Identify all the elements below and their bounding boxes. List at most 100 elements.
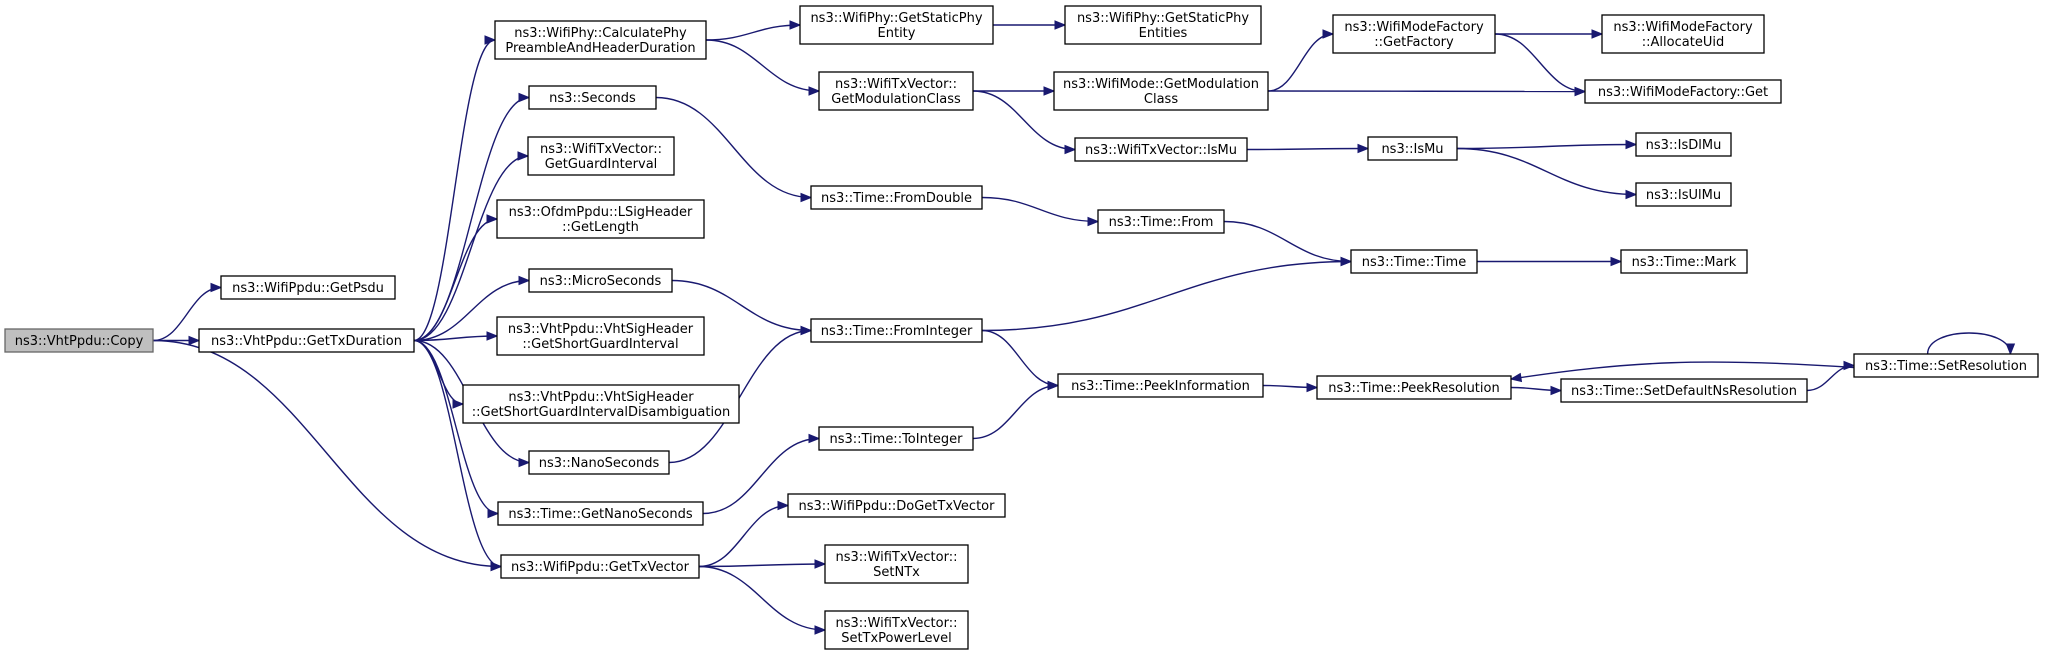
edge-get-tx-duration-to-vht-sig-sgi-disamb-arrowhead bbox=[452, 399, 465, 409]
node-box bbox=[198, 328, 415, 353]
node-get-tx-vector[interactable]: ns3::WifiPpdu::GetTxVector bbox=[500, 554, 700, 579]
node-label: ns3::WifiMode::GetModulation bbox=[1063, 77, 1259, 92]
node-time-from-double[interactable]: ns3::Time::FromDouble bbox=[810, 185, 983, 210]
node-is-dl-mu[interactable]: ns3::IsDlMu bbox=[1635, 132, 1732, 157]
edge-get-tx-duration-to-nano-seconds-arrowhead bbox=[518, 457, 531, 468]
edge-mode-factory-get-factory-to-allocate-uid-arrowhead bbox=[1591, 29, 1604, 39]
node-label: ns3::Time::FromInteger bbox=[821, 324, 973, 339]
edge-mode-get-mod-class-to-mode-factory-get-factory bbox=[1267, 33, 1334, 92]
node-set-ntx[interactable]: ns3::WifiTxVector::SetNTx bbox=[824, 544, 969, 584]
edge-time-get-nano-to-time-to-integer-arrowhead bbox=[808, 433, 821, 444]
node-time-from[interactable]: ns3::Time::From bbox=[1097, 209, 1225, 234]
node-get-tx-duration[interactable]: ns3::VhtPpdu::GetTxDuration bbox=[198, 328, 415, 353]
node-get-guard-interval[interactable]: ns3::WifiTxVector::GetGuardInterval bbox=[527, 136, 675, 176]
edge-set-resolution-to-peek-resolution bbox=[1510, 361, 1855, 380]
node-box bbox=[1053, 71, 1269, 111]
edge-time-from-integer-to-time-time bbox=[981, 260, 1352, 332]
edge-time-from-to-time-time bbox=[1223, 220, 1352, 263]
edge-get-tx-vector-to-set-ntx-arrowhead bbox=[814, 559, 827, 569]
edge-set-resolution-to-set-resolution bbox=[1926, 332, 2012, 355]
edge-get-tx-duration-to-micro-seconds-arrowhead bbox=[518, 275, 531, 286]
edge-get-tx-duration-to-get-guard-interval-arrowhead bbox=[517, 151, 530, 161]
edge-time-from-double-to-time-from-arrowhead bbox=[1087, 216, 1100, 227]
edge-time-from-to-time-time-arrowhead bbox=[1340, 256, 1353, 267]
node-label: ns3::Time::Time bbox=[1362, 255, 1466, 270]
node-vht-sig-sgi-disamb[interactable]: ns3::VhtPpdu::VhtSigHeader::GetShortGuar… bbox=[462, 384, 740, 424]
node-is-mu[interactable]: ns3::IsMu bbox=[1367, 136, 1458, 161]
node-label: ns3::IsUlMu bbox=[1646, 188, 1721, 203]
edge-get-tx-vector-to-do-get-tx-vector bbox=[698, 504, 789, 568]
node-label: ns3::OfdmPpdu::LSigHeader bbox=[509, 205, 693, 220]
node-lsig-get-length[interactable]: ns3::OfdmPpdu::LSigHeader::GetLength bbox=[496, 199, 705, 239]
node-box bbox=[500, 554, 700, 579]
node-box bbox=[528, 85, 657, 110]
node-calc-preamble[interactable]: ns3::WifiPhy::CalculatePhyPreambleAndHea… bbox=[494, 20, 707, 60]
node-label: ns3::WifiPhy::GetStaticPhy bbox=[1077, 11, 1249, 26]
node-label: ns3::VhtPpdu::Copy bbox=[15, 334, 144, 349]
edge-is-mu-to-is-dl-mu-arrowhead bbox=[1625, 139, 1638, 150]
node-micro-seconds[interactable]: ns3::MicroSeconds bbox=[528, 268, 673, 293]
node-box bbox=[496, 199, 705, 239]
node-mode-factory-get-factory[interactable]: ns3::WifiModeFactory::GetFactory bbox=[1332, 14, 1496, 54]
edge-peek-information-to-peek-resolution-arrowhead bbox=[1306, 382, 1319, 393]
node-label: ::GetShortGuardIntervalDisambiguation bbox=[472, 405, 731, 420]
edge-mode-factory-get-factory-to-mode-factory-get-arrowhead bbox=[1574, 86, 1587, 97]
node-label: ::GetLength bbox=[562, 220, 639, 235]
node-time-mark[interactable]: ns3::Time::Mark bbox=[1620, 249, 1748, 274]
node-mode-get-mod-class[interactable]: ns3::WifiMode::GetModulationClass bbox=[1053, 71, 1269, 111]
node-set-resolution[interactable]: ns3::Time::SetResolution bbox=[1853, 353, 2039, 378]
edge-copy-to-get-tx-vector bbox=[152, 339, 502, 568]
node-vht-sig-sgi[interactable]: ns3::VhtPpdu::VhtSigHeader::GetShortGuar… bbox=[496, 316, 705, 356]
call-edges bbox=[152, 20, 2016, 635]
node-label: ::AllocateUid bbox=[1642, 35, 1724, 50]
edge-get-tx-duration-to-lsig-get-length bbox=[413, 218, 498, 342]
node-get-psdu[interactable]: ns3::WifiPpdu::GetPsdu bbox=[220, 275, 396, 300]
edge-mode-factory-get-factory-to-mode-factory-get bbox=[1494, 33, 1586, 93]
node-copy[interactable]: ns3::VhtPpdu::Copy bbox=[4, 328, 154, 353]
node-box bbox=[496, 316, 705, 356]
edge-txv-is-mu-to-is-mu-arrowhead bbox=[1357, 143, 1370, 154]
edge-get-tx-duration-to-calc-preamble-arrowhead bbox=[484, 35, 497, 45]
edge-calc-preamble-to-get-static-phy-entity-arrowhead bbox=[789, 20, 802, 30]
node-txv-get-mod-class[interactable]: ns3::WifiTxVector::GetModulationClass bbox=[818, 71, 974, 111]
edge-get-static-phy-entity-to-get-static-phy-entities-arrowhead bbox=[1054, 20, 1067, 30]
node-label: GetGuardInterval bbox=[545, 157, 658, 172]
node-allocate-uid[interactable]: ns3::WifiModeFactory::AllocateUid bbox=[1601, 14, 1765, 54]
node-is-ul-mu[interactable]: ns3::IsUlMu bbox=[1635, 182, 1732, 207]
edge-get-tx-duration-to-seconds-arrowhead bbox=[518, 92, 531, 103]
node-txv-is-mu[interactable]: ns3::WifiTxVector::IsMu bbox=[1074, 137, 1248, 162]
node-box bbox=[462, 384, 740, 424]
node-mode-factory-get[interactable]: ns3::WifiModeFactory::Get bbox=[1584, 79, 1782, 104]
node-label: SetNTx bbox=[873, 565, 920, 580]
edge-get-tx-vector-to-do-get-tx-vector-arrowhead bbox=[777, 500, 790, 511]
node-box bbox=[4, 328, 154, 353]
edge-get-tx-duration-to-time-get-nano-arrowhead bbox=[487, 508, 500, 519]
node-time-from-integer[interactable]: ns3::Time::FromInteger bbox=[810, 318, 983, 343]
node-do-get-tx-vector[interactable]: ns3::WifiPpdu::DoGetTxVector bbox=[787, 493, 1006, 518]
node-peek-resolution[interactable]: ns3::Time::PeekResolution bbox=[1316, 375, 1512, 400]
node-label: ns3::Time::From bbox=[1109, 215, 1214, 230]
node-seconds[interactable]: ns3::Seconds bbox=[528, 85, 657, 110]
node-time-to-integer[interactable]: ns3::Time::ToInteger bbox=[818, 426, 974, 451]
node-time-get-nano[interactable]: ns3::Time::GetNanoSeconds bbox=[497, 501, 704, 526]
node-label: ns3::IsDlMu bbox=[1646, 138, 1722, 153]
node-box bbox=[1097, 209, 1225, 234]
node-nano-seconds[interactable]: ns3::NanoSeconds bbox=[528, 450, 670, 475]
node-box bbox=[787, 493, 1006, 518]
node-peek-information[interactable]: ns3::Time::PeekInformation bbox=[1057, 373, 1264, 398]
node-set-default-ns[interactable]: ns3::Time::SetDefaultNsResolution bbox=[1560, 378, 1808, 403]
edge-nano-seconds-to-time-from-integer bbox=[668, 329, 812, 464]
edge-set-default-ns-to-set-resolution-arrowhead bbox=[1843, 360, 1856, 371]
edge-is-mu-to-is-dl-mu bbox=[1456, 143, 1637, 150]
node-time-time[interactable]: ns3::Time::Time bbox=[1350, 249, 1478, 274]
node-set-tx-power-level[interactable]: ns3::WifiTxVector::SetTxPowerLevel bbox=[824, 610, 969, 650]
edge-is-mu-to-is-ul-mu-arrowhead bbox=[1625, 189, 1638, 200]
edge-peek-resolution-to-set-default-ns-arrowhead bbox=[1550, 385, 1563, 396]
edge-seconds-to-time-from-double bbox=[655, 96, 812, 199]
node-box bbox=[497, 501, 704, 526]
edge-time-time-to-time-mark-arrowhead bbox=[1610, 256, 1623, 267]
edge-time-get-nano-to-time-to-integer bbox=[702, 437, 820, 515]
node-label: ns3::VhtPpdu::VhtSigHeader bbox=[508, 390, 694, 405]
